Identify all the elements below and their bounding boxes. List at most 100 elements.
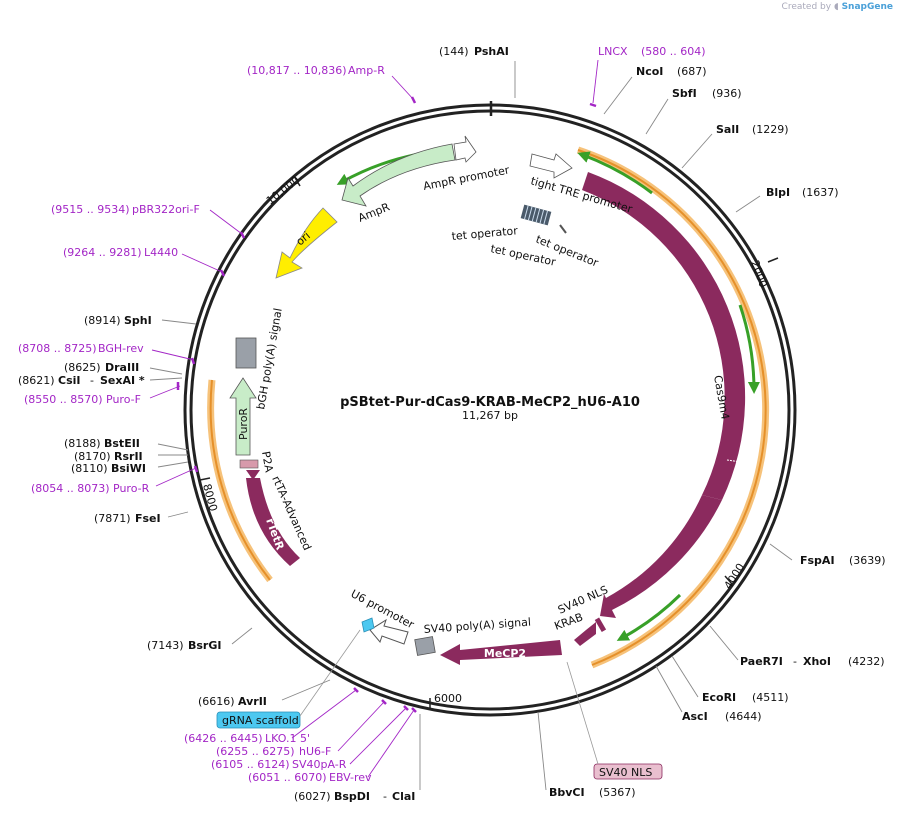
primer-range-lko: (6426 .. 6445) — [184, 732, 263, 745]
site-name-ncoi: NcoI — [636, 65, 663, 78]
primer-range-ebv-rev: (6051 .. 6070) — [248, 771, 327, 784]
grna-scaffold-label: gRNA scaffold — [222, 714, 299, 727]
primer-range-sv40pa-r: (6105 .. 6124) — [211, 758, 290, 771]
feature-label-ampr-promoter: AmpR promoter — [422, 163, 511, 193]
feature-label-sv40-polya: SV40 poly(A) signal — [423, 616, 531, 636]
primer-range-hu6-f: (6255 .. 6275) — [216, 745, 295, 758]
site-pos-pshai: (144) — [439, 45, 469, 58]
site-pos-sali: (1229) — [752, 123, 789, 136]
site-name-xhoi: XhoI — [803, 655, 831, 668]
snapgene-credit: Created by ◖ SnapGene — [782, 2, 893, 12]
site-pos-draiii: (8625) — [64, 361, 101, 374]
green-arrow-3 — [616, 593, 682, 641]
site-name-bsiwi: BsiWI — [111, 462, 146, 475]
grna-scaffold-marker[interactable] — [361, 617, 375, 633]
feature-label-p2a: P2A — [259, 450, 276, 474]
ampr-promoter-arrow[interactable] — [453, 135, 477, 163]
primer-name-puro-r: Puro-R — [113, 482, 150, 495]
orange-arc-right-line — [577, 149, 767, 666]
site-name-sali: SalI — [716, 123, 739, 136]
primer-name-ampr: Amp-R — [348, 64, 385, 77]
primer-range-ampr: (10,817 .. 10,836) — [247, 64, 347, 77]
site-name-ecori: EcoRI — [702, 691, 736, 704]
feature-label-puror: PuroR — [237, 408, 250, 440]
p2a-box[interactable] — [239, 459, 259, 469]
primer-range-puro-f: (8550 .. 8570) — [24, 393, 103, 406]
sv40-polya-box[interactable] — [414, 636, 436, 656]
orange-arc-left-line — [209, 379, 271, 581]
tick-label-10000: 10,000 — [264, 173, 302, 207]
primer-name-sv40pa-r: SV40pA-R — [292, 758, 347, 771]
plasmid-name: pSBtet-Pur-dCas9-KRAB-MeCP2_hU6-A10 — [340, 395, 640, 410]
rtta-arrow-tip — [246, 470, 260, 480]
tick-8000 — [199, 477, 211, 481]
bgh-polya-box[interactable] — [235, 337, 257, 369]
site-name-fspai: FspAI — [800, 554, 835, 567]
primer-name-l4440: L4440 — [144, 246, 178, 259]
tick-label-2000: 2000 — [748, 259, 770, 290]
tight-tre-arrow[interactable] — [529, 153, 573, 179]
site-name-sexai: SexAI * — [100, 374, 145, 387]
site-leaders — [149, 61, 793, 791]
site-name-bsrgi: BsrGI — [188, 639, 221, 652]
snapgene-logo-icon: ◖ — [833, 2, 839, 12]
site-pos-csii: (8621) — [18, 374, 55, 387]
primer-name-puro-f: Puro-F — [106, 393, 141, 406]
site-pos-ncoi: (687) — [677, 65, 707, 78]
site-pos-ecori: (4511) — [752, 691, 789, 704]
primer-marks — [176, 96, 597, 713]
ampr-arrow[interactable] — [341, 143, 456, 207]
puror-arrow[interactable] — [229, 377, 257, 456]
rtta-arrow[interactable] — [246, 478, 300, 566]
primer-leaders — [149, 59, 599, 778]
site-pos-asci: (4644) — [725, 710, 762, 723]
tick-2000 — [767, 257, 779, 263]
primer-name-lko: LKO.1 5' — [265, 732, 310, 745]
green-arrow-2 — [738, 304, 760, 394]
krab-arrow[interactable] — [574, 622, 596, 646]
primer-name-ebv-rev: EBV-rev — [329, 771, 372, 784]
site-pos-fspai: (3639) — [849, 554, 886, 567]
primer-name-pbr322ori: pBR322ori-F — [132, 203, 200, 216]
site-pos-bbvci: (5367) — [599, 786, 636, 799]
ori-arrow[interactable] — [275, 207, 338, 279]
tet-operators — [520, 204, 552, 226]
site-name-asci: AscI — [682, 710, 708, 723]
site-pos-blpi: (1637) — [802, 186, 839, 199]
primer-name-hu6-f: hU6-F — [299, 745, 331, 758]
site-name-draiii: DraIII — [105, 361, 139, 374]
site-name-csii: CsiI — [58, 374, 80, 387]
sv40-nls-leader — [566, 661, 599, 765]
site-sep-sexai: - — [90, 374, 94, 387]
primer-range-bgh-rev: (8708 .. 8725) — [18, 342, 97, 355]
site-name-blpi: BlpI — [766, 186, 790, 199]
tick-4000 — [724, 575, 733, 585]
primer-range-lncx: (580 .. 604) — [641, 45, 706, 58]
cas9m4-arc-head[interactable] — [600, 495, 722, 618]
site-sep-clai: - — [383, 790, 387, 803]
site-name-sphi: SphI — [124, 314, 152, 327]
green-arrow-1 — [577, 151, 653, 195]
site-pos-paer7i: (4232) — [848, 655, 885, 668]
feature-label-bgh: bGH poly(A) signal — [254, 307, 285, 410]
primer-range-puro-r: (8054 .. 8073) — [31, 482, 110, 495]
site-pos-sbfi: (936) — [712, 87, 742, 100]
tick-label-6000: 6000 — [434, 692, 462, 705]
site-pos-fsei: (7871) — [94, 512, 131, 525]
credit-prefix: Created by — [781, 2, 832, 12]
site-name-bbvci: BbvCI — [549, 786, 585, 799]
mecp2-arrow[interactable] — [440, 640, 562, 665]
u6-promoter-arrow[interactable] — [369, 618, 409, 645]
sv40-nls-small[interactable] — [594, 617, 607, 633]
site-name-sbfi: SbfI — [672, 87, 697, 100]
site-sep-xhoi: - — [793, 655, 797, 668]
site-pos-sphi: (8914) — [84, 314, 121, 327]
site-name-bspdi: BspDI — [334, 790, 370, 803]
cas9m4-arc[interactable] — [582, 172, 746, 500]
credit-brand: SnapGene — [841, 2, 893, 12]
site-name-clai: ClaI — [392, 790, 415, 803]
site-pos-bsiwi: (8110) — [71, 462, 108, 475]
primer-range-l4440: (9264 .. 9281) — [63, 246, 142, 259]
tet-operator-small — [559, 224, 567, 234]
